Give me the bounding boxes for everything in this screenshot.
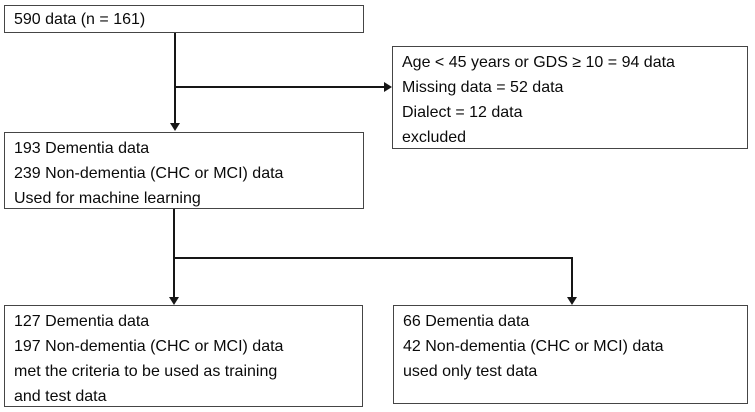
box-excluded-line-1: Age < 45 years or GDS ≥ 10 = 94 data — [402, 54, 675, 71]
box-test-only-line-2: 42 Non-dementia (CHC or MCI) data — [403, 338, 664, 355]
box-training-test: 127 Dementia data 197 Non-dementia (CHC … — [4, 305, 363, 407]
connector-branch-to-excluded — [174, 86, 384, 88]
box-machine-learning-line-1: 193 Dementia data — [14, 140, 150, 157]
box-training-test-line-2: 197 Non-dementia (CHC or MCI) data — [14, 338, 284, 355]
box-machine-learning-line-2: 239 Non-dementia (CHC or MCI) data — [14, 165, 284, 182]
arrowhead-down-into-training-icon — [169, 297, 179, 305]
box-machine-learning-line-3: Used for machine learning — [14, 190, 201, 207]
box-total-data-text: 590 data (n = 161) — [14, 11, 146, 28]
box-training-test-line-1: 127 Dementia data — [14, 313, 150, 330]
box-excluded-line-3: Dialect = 12 data — [402, 104, 523, 121]
box-test-only: 66 Dementia data 42 Non-dementia (CHC or… — [393, 305, 748, 404]
arrowhead-down-into-test-icon — [567, 297, 577, 305]
arrowhead-right-into-excluded-icon — [384, 82, 392, 92]
box-test-only-line-1: 66 Dementia data — [403, 313, 530, 330]
connector-branch-to-test — [571, 257, 573, 298]
box-training-test-line-4: and test data — [14, 388, 107, 405]
connector-branch-horizontal — [173, 257, 572, 259]
box-excluded-line-2: Missing data = 52 data — [402, 79, 564, 96]
connector-ml-to-training — [173, 209, 175, 298]
arrowhead-down-into-ml-icon — [170, 123, 180, 131]
box-training-test-line-3: met the criteria to be used as training — [14, 363, 278, 380]
box-test-only-line-3: used only test data — [403, 363, 538, 380]
box-total-data: 590 data (n = 161) — [4, 5, 364, 33]
box-machine-learning: 193 Dementia data 239 Non-dementia (CHC … — [4, 132, 364, 209]
box-excluded: Age < 45 years or GDS ≥ 10 = 94 data Mis… — [392, 46, 748, 149]
box-excluded-line-4: excluded — [402, 129, 467, 146]
connector-total-to-ml — [174, 33, 176, 124]
